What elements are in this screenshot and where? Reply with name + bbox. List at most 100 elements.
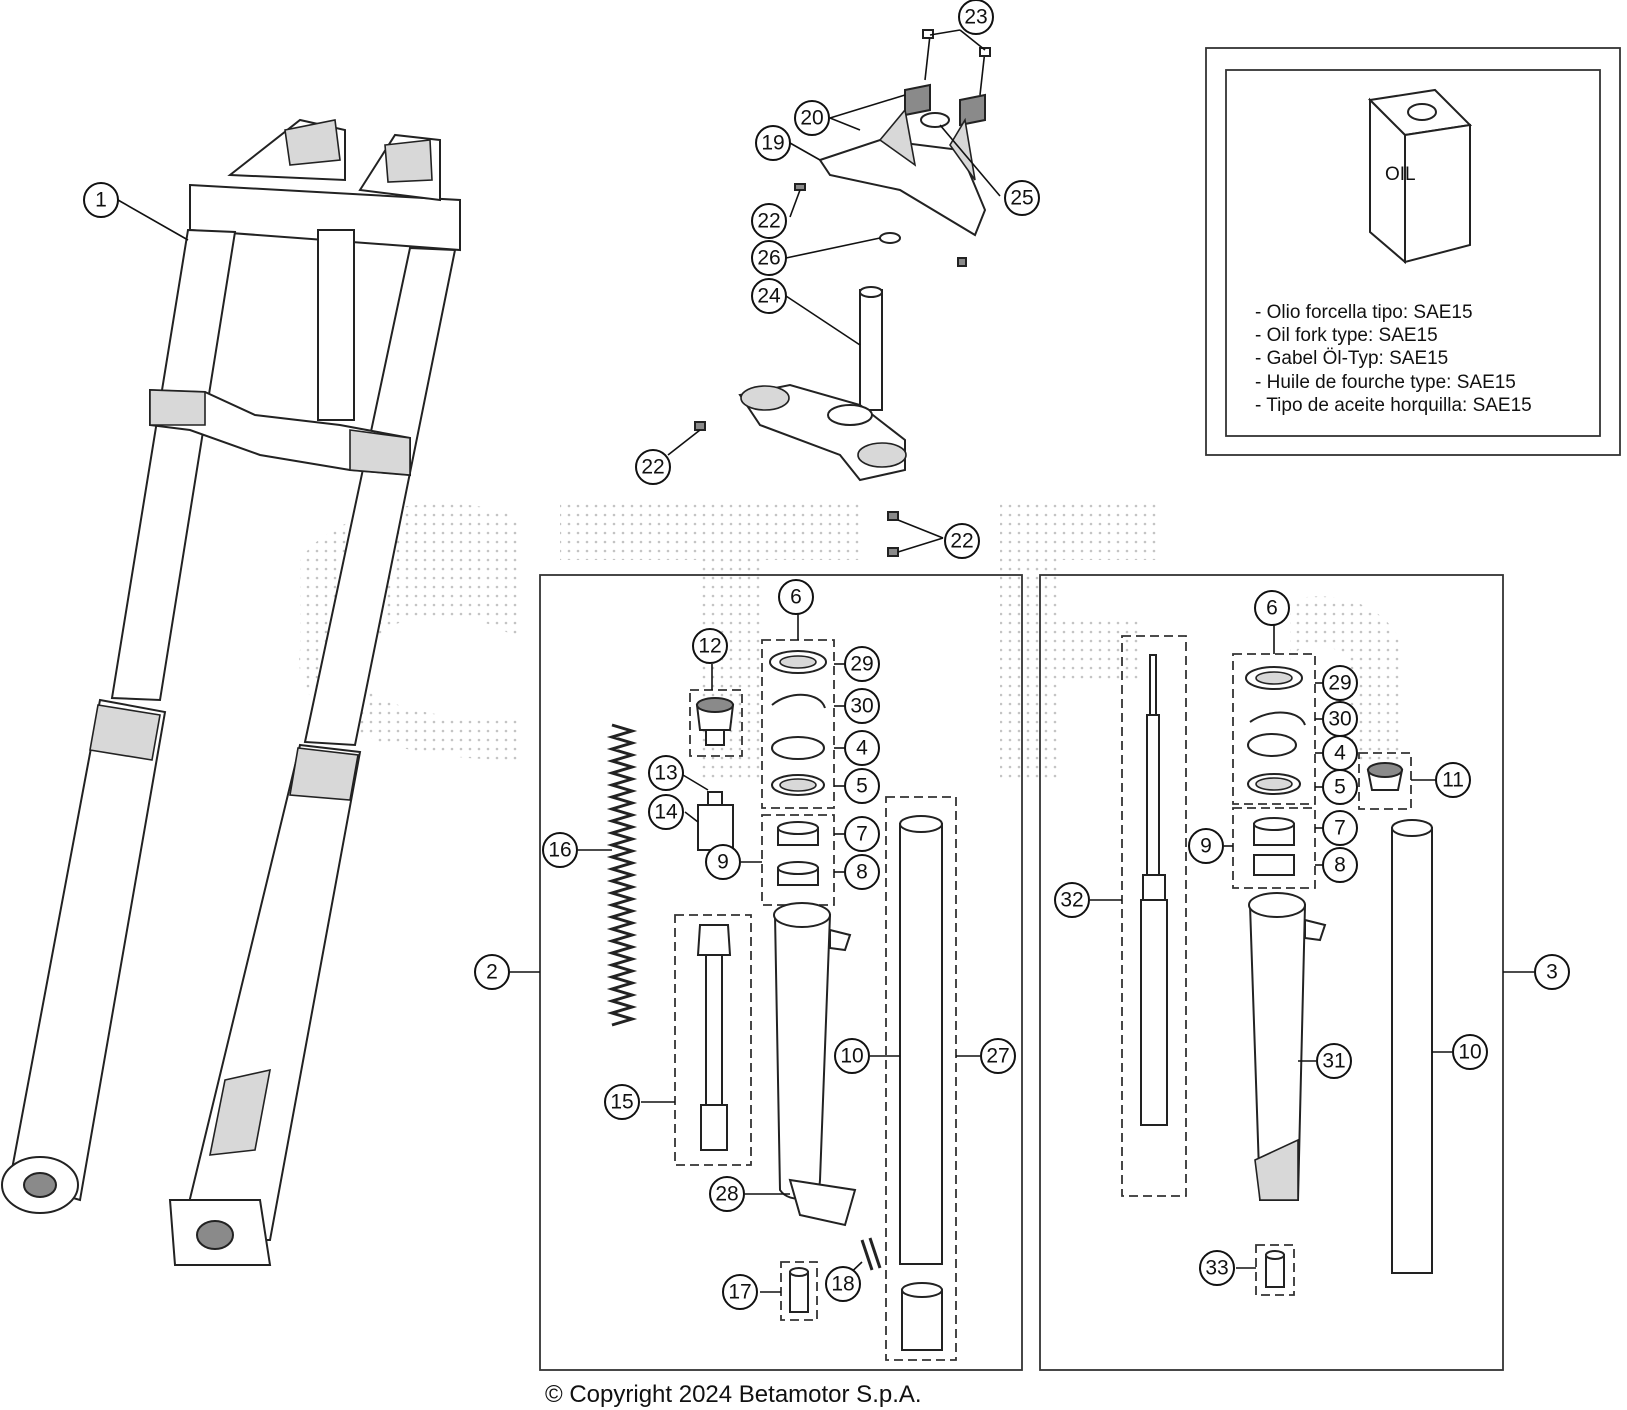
oil-can-label: OIL bbox=[1385, 164, 1416, 185]
svg-text:29: 29 bbox=[850, 653, 873, 676]
callout-5-b: 5 bbox=[1322, 769, 1358, 805]
callout-6-b: 6 bbox=[1254, 590, 1290, 626]
callout-12: 12 bbox=[692, 628, 728, 664]
svg-text:25: 25 bbox=[1010, 187, 1033, 210]
callout-31: 31 bbox=[1316, 1043, 1352, 1079]
svg-text:7: 7 bbox=[856, 823, 868, 846]
callout-19: 19 bbox=[755, 125, 791, 161]
callout-16: 16 bbox=[542, 832, 578, 868]
svg-text:20: 20 bbox=[800, 107, 823, 130]
svg-text:9: 9 bbox=[717, 851, 729, 874]
svg-text:28: 28 bbox=[715, 1183, 738, 1206]
callout-4-b: 4 bbox=[1322, 735, 1358, 771]
svg-text:14: 14 bbox=[654, 801, 678, 824]
oil-info-box: OIL - Olio forcella tipo: SAE15 - Oil fo… bbox=[1205, 47, 1621, 456]
callout-24: 24 bbox=[751, 278, 787, 314]
callout-20: 20 bbox=[794, 100, 830, 136]
panel-right-leg bbox=[1039, 574, 1504, 1371]
svg-text:7: 7 bbox=[1334, 817, 1346, 840]
callout-30-a: 30 bbox=[844, 688, 880, 724]
callout-9-a: 9 bbox=[705, 844, 741, 880]
svg-text:1: 1 bbox=[95, 189, 107, 212]
svg-text:33: 33 bbox=[1205, 1257, 1228, 1280]
oil-line-1: - Olio forcella tipo: SAE15 bbox=[1255, 302, 1473, 323]
svg-text:17: 17 bbox=[728, 1281, 751, 1304]
svg-text:27: 27 bbox=[986, 1045, 1009, 1068]
callout-26: 26 bbox=[751, 240, 787, 276]
callout-3: 3 bbox=[1534, 954, 1570, 990]
svg-text:13: 13 bbox=[654, 762, 677, 785]
svg-text:8: 8 bbox=[1334, 854, 1346, 877]
leader-lines bbox=[117, 29, 1534, 1293]
svg-text:30: 30 bbox=[1328, 708, 1351, 731]
svg-text:4: 4 bbox=[856, 737, 868, 760]
callout-15: 15 bbox=[604, 1084, 640, 1120]
callout-10-a: 10 bbox=[834, 1038, 870, 1074]
svg-text:32: 32 bbox=[1060, 889, 1083, 912]
svg-text:24: 24 bbox=[757, 285, 781, 308]
callout-33: 33 bbox=[1199, 1250, 1235, 1286]
svg-text:31: 31 bbox=[1322, 1050, 1345, 1073]
svg-text:6: 6 bbox=[790, 586, 802, 609]
svg-text:9: 9 bbox=[1200, 835, 1212, 858]
callout-7-a: 7 bbox=[844, 816, 880, 852]
panel-left-leg bbox=[539, 574, 1023, 1371]
callouts: 1 23 20 19 25 22 26 24 22 22 6 12 29 30 … bbox=[83, 0, 1570, 1310]
triple-clamp-assembly bbox=[694, 29, 991, 557]
callout-5-a: 5 bbox=[844, 768, 880, 804]
svg-text:5: 5 bbox=[856, 775, 868, 798]
svg-text:22: 22 bbox=[641, 456, 664, 479]
callout-22-b: 22 bbox=[635, 449, 671, 485]
callout-4-a: 4 bbox=[844, 730, 880, 766]
svg-text:10: 10 bbox=[840, 1045, 863, 1068]
svg-text:15: 15 bbox=[610, 1091, 633, 1114]
callout-11: 11 bbox=[1435, 762, 1471, 798]
oil-can-icon: OIL bbox=[1367, 88, 1473, 265]
svg-text:18: 18 bbox=[831, 1273, 854, 1296]
svg-text:30: 30 bbox=[850, 695, 873, 718]
svg-text:10: 10 bbox=[1458, 1041, 1481, 1064]
svg-text:26: 26 bbox=[757, 247, 780, 270]
callout-13: 13 bbox=[648, 755, 684, 791]
callout-18: 18 bbox=[825, 1266, 861, 1302]
callout-9-b: 9 bbox=[1188, 828, 1224, 864]
svg-text:29: 29 bbox=[1328, 672, 1351, 695]
callout-17: 17 bbox=[722, 1274, 758, 1310]
callout-23: 23 bbox=[958, 0, 994, 35]
callout-29-b: 29 bbox=[1322, 665, 1358, 701]
callout-22-c: 22 bbox=[944, 523, 980, 559]
copyright-text: © Copyright 2024 Betamotor S.p.A. bbox=[545, 1381, 922, 1408]
callout-30-b: 30 bbox=[1322, 701, 1358, 737]
callout-22-a: 22 bbox=[751, 203, 787, 239]
callout-32: 32 bbox=[1054, 882, 1090, 918]
svg-text:22: 22 bbox=[950, 530, 973, 553]
svg-text:22: 22 bbox=[757, 210, 780, 233]
oil-line-4: - Huile de fourche type: SAE15 bbox=[1255, 372, 1516, 393]
callout-29-a: 29 bbox=[844, 646, 880, 682]
svg-text:6: 6 bbox=[1266, 597, 1278, 620]
svg-text:12: 12 bbox=[698, 635, 721, 658]
assembled-fork bbox=[1, 118, 461, 1266]
svg-text:11: 11 bbox=[1442, 769, 1464, 792]
svg-text:23: 23 bbox=[964, 6, 987, 29]
svg-text:2: 2 bbox=[486, 961, 498, 984]
oil-line-2: - Oil fork type: SAE15 bbox=[1255, 325, 1438, 346]
svg-text:16: 16 bbox=[548, 839, 571, 862]
callout-27: 27 bbox=[980, 1038, 1016, 1074]
spring-part-16 bbox=[606, 723, 638, 1027]
callout-1: 1 bbox=[83, 182, 119, 218]
callout-25: 25 bbox=[1004, 180, 1040, 216]
callout-7-b: 7 bbox=[1322, 810, 1358, 846]
callout-14: 14 bbox=[648, 794, 684, 830]
svg-text:19: 19 bbox=[761, 132, 784, 155]
oil-line-3: - Gabel Öl-Typ: SAE15 bbox=[1255, 348, 1448, 369]
callout-6-a: 6 bbox=[778, 579, 814, 615]
callout-28: 28 bbox=[709, 1176, 745, 1212]
svg-text:5: 5 bbox=[1334, 776, 1346, 799]
oil-line-5: - Tipo de aceite horquilla: SAE15 bbox=[1255, 395, 1532, 416]
callout-8-b: 8 bbox=[1322, 847, 1358, 883]
svg-text:3: 3 bbox=[1546, 961, 1558, 984]
callout-8-a: 8 bbox=[844, 854, 880, 890]
svg-text:8: 8 bbox=[856, 861, 868, 884]
